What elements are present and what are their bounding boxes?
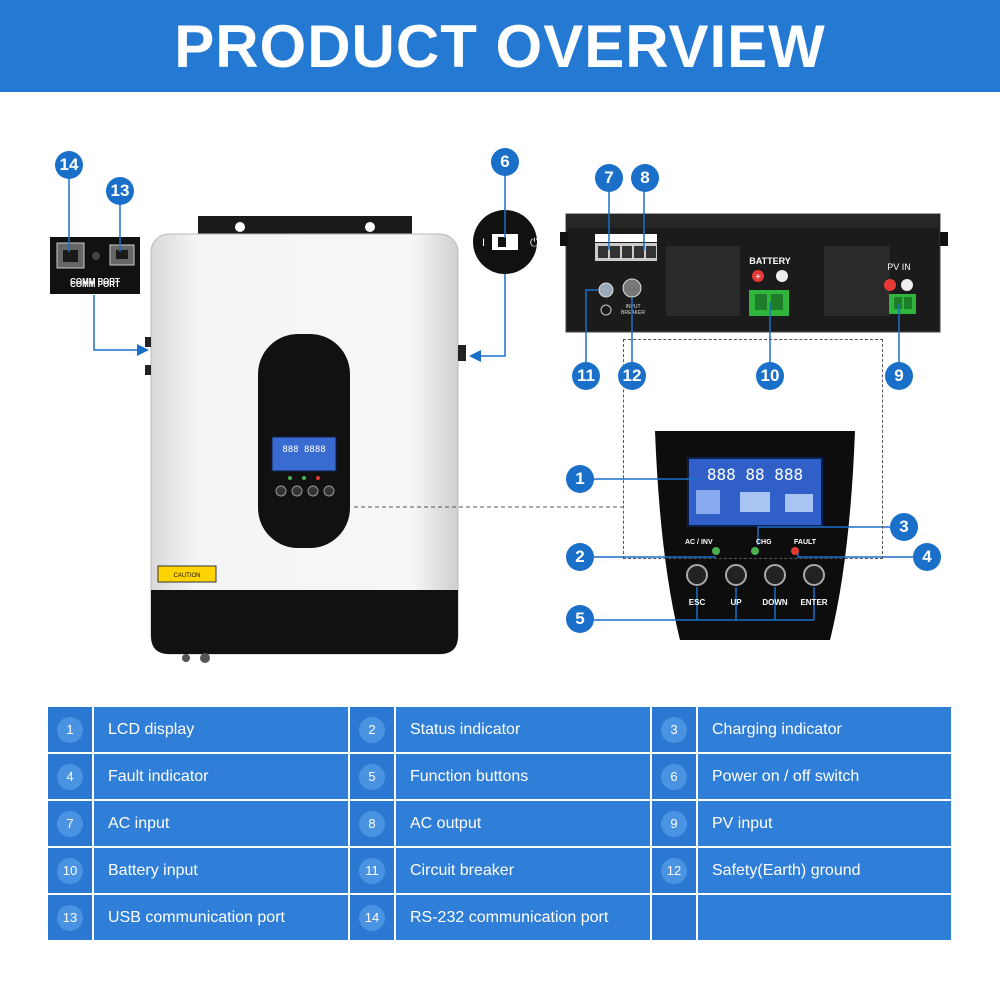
- header-banner: PRODUCT OVERVIEW: [0, 0, 1000, 92]
- button-enter-label: ENTER: [800, 598, 828, 607]
- legend-label: Fault indicator: [108, 767, 209, 785]
- legend-cell: 6 Power on / off switch: [652, 754, 953, 801]
- callout-6: 6: [491, 148, 519, 176]
- legend-number: 12: [661, 857, 687, 884]
- legend-number: 7: [57, 810, 83, 837]
- legend-number: 11: [359, 857, 385, 884]
- legend-label: Safety(Earth) ground: [712, 861, 861, 879]
- indicator-chg-label: CHG: [756, 539, 772, 546]
- legend-label: LCD display: [108, 720, 195, 738]
- legend-cell: 11 Circuit breaker: [350, 848, 652, 895]
- legend-cell: 2 Status indicator: [350, 707, 652, 754]
- legend-cell: 1 LCD display: [48, 707, 350, 754]
- panel-zoom-frame: [623, 339, 883, 559]
- legend-cell: 8 AC output: [350, 801, 652, 848]
- button-up-label: UP: [730, 598, 742, 607]
- callout-8: 8: [631, 164, 659, 192]
- legend-label: AC output: [410, 814, 482, 832]
- callout-4: 4: [913, 543, 941, 571]
- svg-text:CAUTION: CAUTION: [174, 573, 201, 579]
- svg-text:BREAKER: BREAKER: [621, 310, 645, 316]
- legend-label: Charging indicator: [712, 720, 842, 738]
- legend-number: 8: [359, 810, 385, 837]
- legend-number: 10: [57, 857, 83, 884]
- component-legend-table: 1 LCD display 2 Status indicator 3 Charging…: [48, 707, 953, 942]
- callout-9: 9: [885, 362, 913, 390]
- svg-text:+: +: [755, 272, 761, 283]
- legend-label: RS-232 communication port: [410, 908, 609, 926]
- legend-number: 5: [359, 763, 385, 790]
- legend-label: Circuit breaker: [410, 861, 515, 879]
- legend-label: [698, 895, 951, 940]
- legend-number: 6: [661, 763, 687, 790]
- svg-text:⏻: ⏻: [530, 236, 539, 249]
- legend-label: Power on / off switch: [712, 767, 860, 785]
- button-esc-label: ESC: [688, 598, 706, 607]
- legend-cell: 5 Function buttons: [350, 754, 652, 801]
- legend-label: Battery input: [108, 861, 198, 879]
- product-illustration: 888 8888 CAUTION COMM PORT I ⏻: [50, 175, 948, 663]
- callout-2: 2: [566, 543, 594, 571]
- legend-number: 4: [57, 763, 83, 790]
- legend-number: 2: [359, 716, 385, 743]
- legend-label: PV input: [712, 814, 773, 832]
- legend-cell-empty: [652, 895, 953, 942]
- power-switch-inset: I ⏻: [473, 210, 539, 274]
- legend-cell: 12 Safety(Earth) ground: [652, 848, 953, 895]
- callout-3: 3: [890, 513, 918, 541]
- legend-cell: 4 Fault indicator: [48, 754, 350, 801]
- legend-cell: 3 Charging indicator: [652, 707, 953, 754]
- inverter-bottom-view: INPUT BREAKER BATTERY + PV IN: [560, 213, 948, 333]
- legend-number: 3: [661, 716, 687, 743]
- svg-text:888 88 888: 888 88 888: [707, 465, 803, 484]
- callout-14: 14: [55, 151, 83, 179]
- legend-label: Function buttons: [410, 767, 529, 785]
- callout-5: 5: [566, 605, 594, 633]
- legend-number: 1: [57, 716, 83, 743]
- svg-text:COMM PORT: COMM PORT: [70, 280, 120, 289]
- legend-cell: 14 RS-232 communication port: [350, 895, 652, 942]
- legend-cell: 9 PV input: [652, 801, 953, 848]
- control-panel-zoom: 888 88 888: [653, 431, 858, 640]
- indicator-fault-label: FAULT: [794, 539, 817, 546]
- legend-cell: 10 Battery input: [48, 848, 350, 895]
- legend-label: AC input: [108, 814, 170, 832]
- legend-number: 13: [57, 904, 83, 931]
- comm-port-label: COMM PORT: [70, 277, 120, 286]
- inverter-front: 888 8888 CAUTION: [145, 216, 466, 663]
- legend-label: Status indicator: [410, 720, 521, 738]
- legend-number: 9: [661, 810, 687, 837]
- legend-number: 14: [359, 904, 385, 931]
- legend-cell: 7 AC input: [48, 801, 350, 848]
- legend-cell: 13 USB communication port: [48, 895, 350, 942]
- svg-text:I: I: [482, 237, 485, 249]
- callout-11: 11: [572, 362, 600, 390]
- callout-13: 13: [106, 177, 134, 205]
- callout-7: 7: [595, 164, 623, 192]
- button-down-label: DOWN: [762, 598, 788, 607]
- callout-10: 10: [756, 362, 784, 390]
- svg-text:888 8888: 888 8888: [282, 445, 325, 455]
- comm-port-inset: COMM PORT: [50, 237, 140, 294]
- indicator-ac-inv-label: AC / INV: [685, 539, 713, 546]
- svg-text:BATTERY: BATTERY: [749, 256, 791, 266]
- svg-text:INPUT: INPUT: [626, 304, 641, 310]
- legend-label: USB communication port: [108, 908, 285, 926]
- callout-12: 12: [618, 362, 646, 390]
- svg-text:PV IN: PV IN: [887, 262, 911, 272]
- callout-1: 1: [566, 465, 594, 493]
- page-title: PRODUCT OVERVIEW: [174, 12, 826, 80]
